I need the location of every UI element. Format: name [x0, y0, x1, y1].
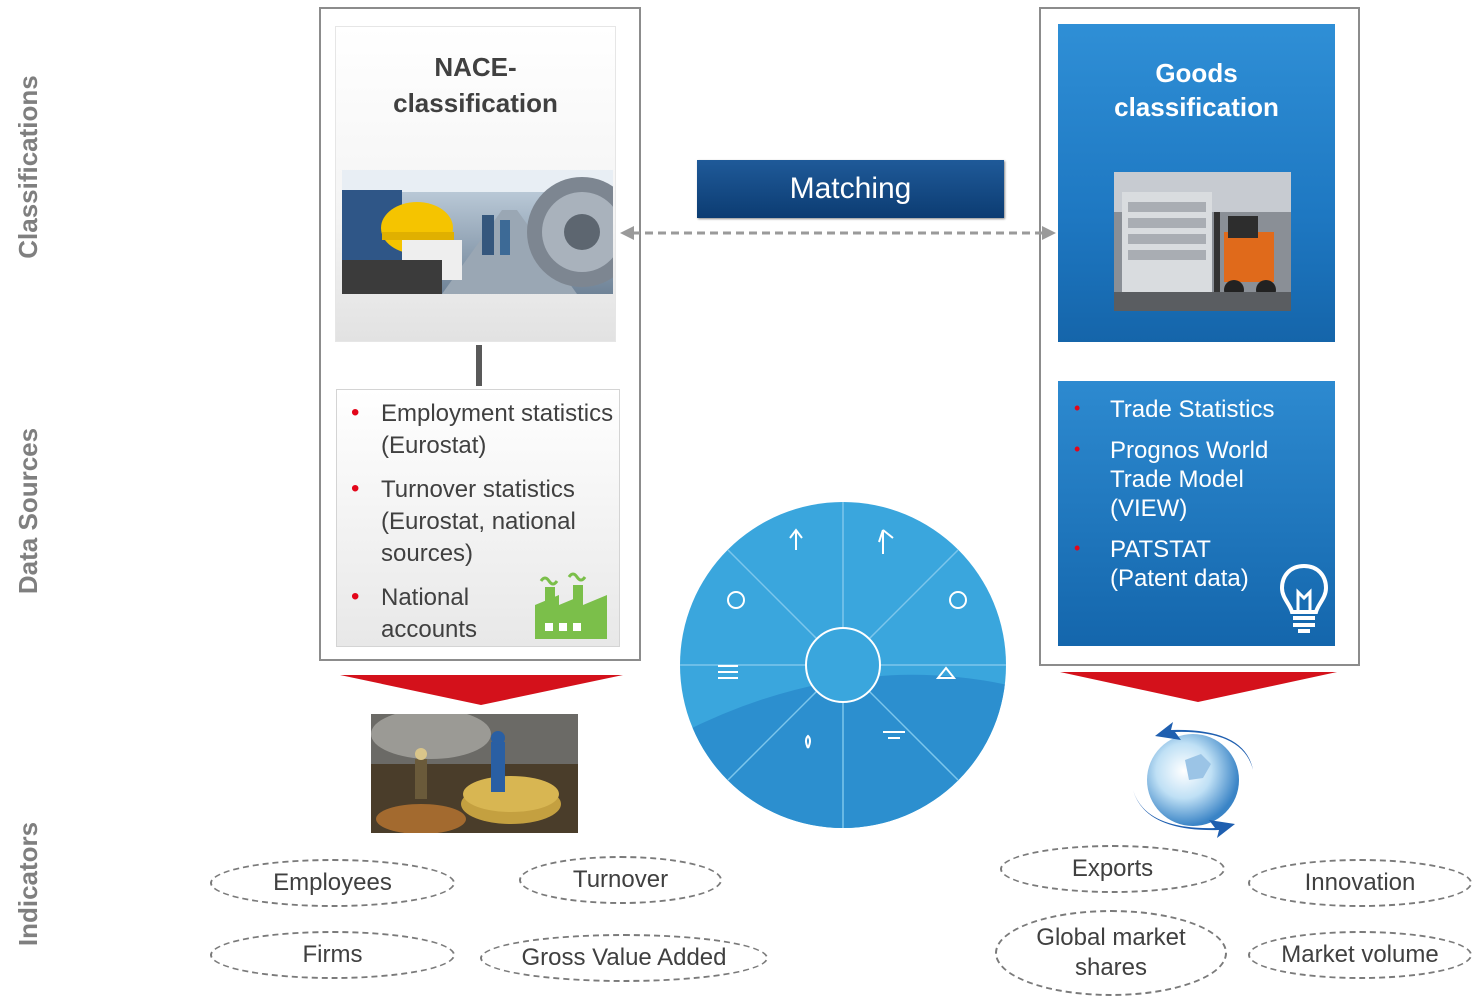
bullet-dot: •: [1074, 439, 1081, 459]
nace-connector: [476, 345, 482, 386]
forklift-photo: [1114, 172, 1291, 311]
environment-circle-graphic: [678, 500, 1008, 830]
goods-source-text: PATSTAT (Patent data): [1110, 536, 1249, 592]
data-sources-label: Data Sources: [13, 427, 43, 595]
nace-source-item: • Turnover statistics (Eurostat, nationa…: [337, 474, 619, 570]
goods-source-item: • Prognos World Trade Model (VIEW): [1058, 436, 1335, 523]
indicator-firms: Firms: [210, 931, 455, 979]
bullet-dot: •: [351, 583, 360, 610]
factory-icon: [533, 567, 609, 639]
industry-photo: [342, 170, 613, 294]
nace-source-text: Employment statistics (Eurostat): [381, 400, 614, 459]
nace-source-item: • National accounts: [337, 582, 619, 646]
goods-source-item: • PATSTAT (Patent data): [1058, 535, 1335, 593]
matching-label: Matching: [697, 160, 1004, 218]
indicator-innovation: Innovation: [1248, 859, 1472, 907]
goods-title: Goods classification: [1058, 56, 1335, 124]
nace-source-text: Turnover statistics (Eurostat, national …: [381, 476, 576, 567]
indicator-employees: Employees: [210, 859, 455, 907]
goods-source-text: Prognos World Trade Model (VIEW): [1110, 437, 1269, 522]
nace-source-item: • Employment statistics (Eurostat): [337, 398, 619, 462]
indicator-exports: Exports: [1000, 845, 1225, 893]
nace-sources-box: • Employment statistics (Eurostat) • Tur…: [336, 389, 620, 647]
bullet-dot: •: [1074, 538, 1081, 558]
goods-title-line1: Goods: [1155, 58, 1238, 88]
nace-source-text: National accounts: [381, 584, 478, 643]
goods-source-item: • Trade Statistics: [1058, 395, 1335, 424]
indicator-gross-value-added: Gross Value Added: [480, 934, 768, 982]
bullet-dot: •: [1074, 398, 1081, 418]
nace-title-line1: NACE-: [434, 52, 517, 82]
indicator-market-volume: Market volume: [1248, 931, 1472, 979]
indicator-turnover: Turnover: [519, 856, 722, 904]
indicator-global-market-shares: Global market shares: [995, 910, 1227, 996]
goods-down-arrow: [1060, 672, 1337, 702]
classifications-label: Classifications: [13, 75, 43, 259]
indicators-label: Indicators: [13, 821, 43, 947]
coins-photo: [371, 714, 578, 833]
matching-arrow: [618, 222, 1058, 244]
nace-down-arrow: [340, 675, 623, 705]
nace-title-line2: classification: [393, 88, 558, 118]
goods-title-line2: classification: [1114, 92, 1279, 122]
nace-title: NACE- classification: [336, 49, 615, 121]
lightbulb-icon: [1278, 562, 1330, 634]
goods-source-text: Trade Statistics: [1110, 396, 1275, 423]
globe-icon: [1125, 720, 1265, 840]
bullet-dot: •: [351, 399, 360, 426]
bullet-dot: •: [351, 475, 360, 502]
